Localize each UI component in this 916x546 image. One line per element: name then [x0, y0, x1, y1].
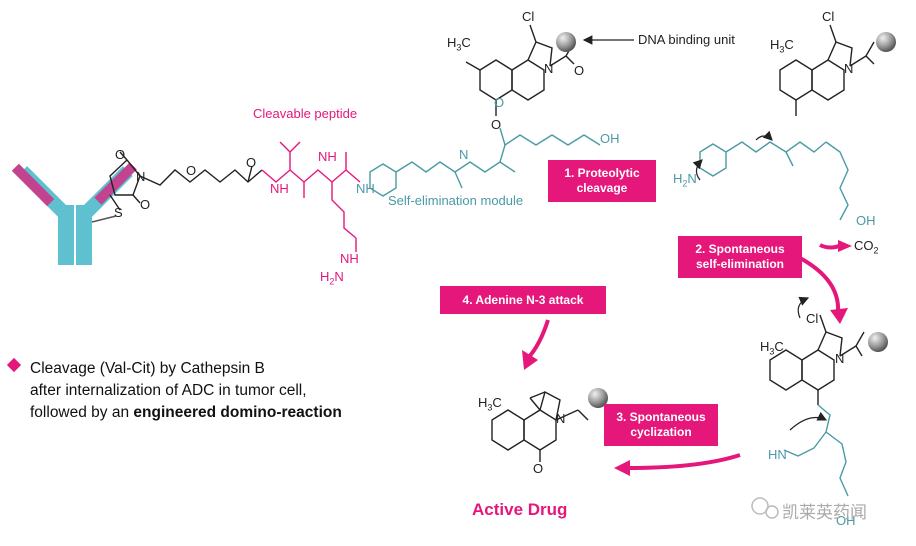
- co2-label: CO2: [854, 238, 879, 256]
- atom-h3c-right: H3C: [770, 37, 794, 55]
- atom-oh-lower: OH: [836, 513, 856, 528]
- bullet-description: Cleavage (Val-Cit) by Cathepsin B after …: [30, 360, 342, 421]
- atom-o-succ2: O: [140, 197, 151, 212]
- atom-o-active: O: [533, 461, 544, 476]
- atom-oh-top: OH: [600, 131, 620, 146]
- dna-binding-sphere-active: [588, 388, 608, 408]
- atom-cl-lower: Cl: [806, 311, 819, 326]
- released-linker-right: [699, 141, 849, 221]
- watermark-icon: [751, 497, 779, 519]
- linker-chain: [109, 151, 263, 211]
- active-drug-structure: [491, 390, 589, 462]
- atom-o-top-carb: O: [494, 95, 505, 110]
- atom-h3c-top: H3C: [447, 35, 471, 53]
- antibody-icon: [11, 162, 137, 265]
- atom-oh-right: OH: [856, 213, 876, 228]
- atom-o-peg1: O: [186, 163, 197, 178]
- atom-o-carbamate: O: [246, 155, 257, 170]
- atom-h2n-urea: H2N: [320, 269, 344, 287]
- cyclizing-linker: [783, 404, 849, 497]
- dna-binding-unit-label: DNA binding unit: [638, 32, 735, 47]
- drug-core-lower-right: [769, 314, 865, 405]
- atom-nh-val: NH: [270, 181, 289, 196]
- atom-n-succ: N: [136, 169, 146, 184]
- drug-core-right: [779, 24, 875, 116]
- atom-nh-pabc: NH: [356, 181, 375, 196]
- atom-n-active: N: [556, 411, 566, 426]
- atom-n-top: N: [544, 61, 554, 76]
- electron-push-arrows: [692, 130, 828, 431]
- atom-cl-top: Cl: [522, 9, 535, 24]
- atom-o-top-ether: O: [491, 117, 502, 132]
- watermark-text: 凯莱英药闻: [782, 503, 867, 523]
- atom-nh-lower: HN: [768, 447, 787, 462]
- self-elimination-chain: [369, 127, 601, 197]
- cleavable-peptide-label: Cleavable peptide: [253, 106, 358, 121]
- atom-h3c-active: H3C: [478, 395, 502, 413]
- atom-n-lower: N: [835, 351, 845, 366]
- atom-s: S: [114, 205, 123, 220]
- dna-binding-sphere-right: [876, 32, 896, 52]
- atom-h2n-right: H2N: [673, 171, 697, 189]
- peptide-chain: [261, 141, 361, 252]
- atom-nh-urea: NH: [340, 251, 359, 266]
- dna-binding-sphere-top: [556, 32, 576, 52]
- atom-cl-right: Cl: [822, 9, 835, 24]
- process-arrows: [522, 240, 852, 476]
- atom-o-top-carbonyl: O: [574, 63, 585, 78]
- active-drug-label: Active Drug: [472, 500, 568, 519]
- atom-n-right: N: [844, 61, 854, 76]
- atom-o-succ1: O: [115, 147, 126, 162]
- step-adenine-attack: 4. Adenine N-3 attack: [440, 286, 606, 314]
- atom-h3c-lower: H3C: [760, 339, 784, 357]
- self-elimination-module-label: Self-elimination module: [388, 193, 524, 208]
- atom-n-mid: N: [459, 147, 469, 162]
- dna-binding-sphere-lower: [868, 332, 888, 352]
- atom-nh-cit: NH: [318, 149, 337, 164]
